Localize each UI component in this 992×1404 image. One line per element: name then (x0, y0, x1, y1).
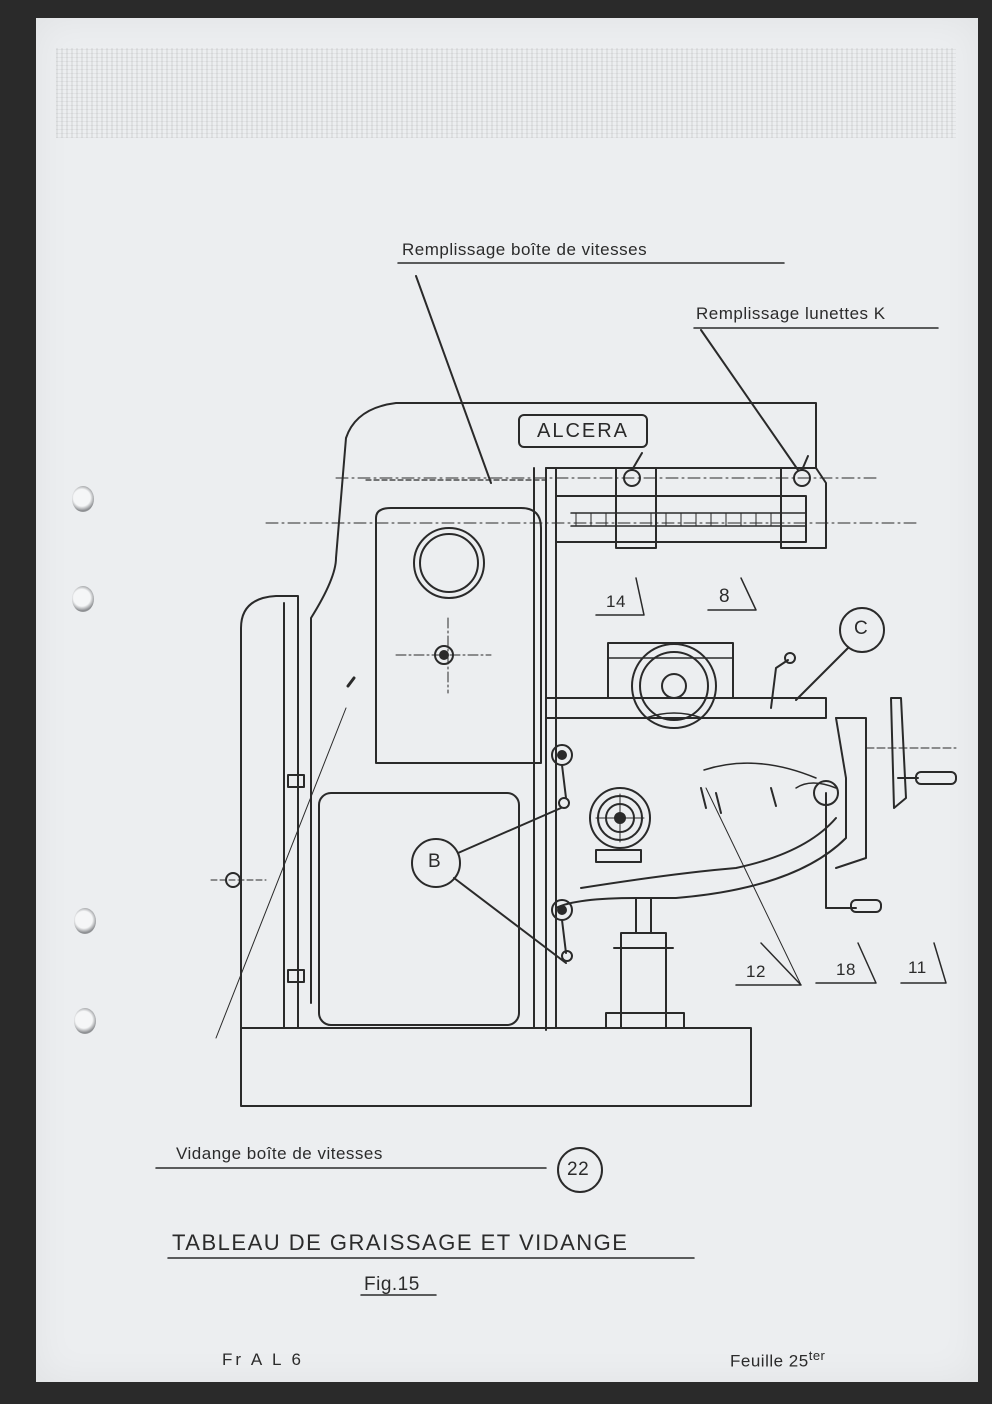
punch-hole (72, 586, 94, 612)
milling-machine-drawing (155, 262, 957, 1296)
footer-reference: Fr A L 6 (222, 1350, 304, 1369)
overarm-teeth (575, 512, 772, 527)
upper-door (375, 507, 542, 764)
marker-18: 18 (836, 960, 856, 979)
leader-c (795, 647, 849, 701)
figure-number: Fig.15 (364, 1274, 420, 1295)
column-lock-knob (434, 645, 454, 665)
elevating-screw (635, 897, 652, 934)
marker-11-triangle (900, 942, 947, 984)
overarm (555, 495, 807, 543)
brand-name: ALCERA (536, 419, 630, 442)
marker-14: 14 (606, 592, 626, 611)
document-page: ALCERA Remplissage boîte de vitesses Rem… (36, 18, 978, 1382)
marker-12: 12 (746, 962, 766, 981)
label-fill-lunettes: Remplissage lunettes K (696, 304, 886, 323)
footer-sheet: Feuille 25ter (730, 1348, 825, 1372)
brand-nameplate: ALCERA (518, 414, 648, 448)
marker-8-triangle (707, 577, 757, 611)
column-front-band (533, 467, 557, 1029)
end-handwheel (890, 697, 907, 809)
marker-c: C (854, 618, 869, 639)
marker-22-circle (557, 1147, 603, 1193)
leader-b-upper (457, 807, 562, 854)
lower-door (318, 792, 520, 1026)
arbor-support-right (780, 467, 827, 549)
feed-dial (589, 787, 651, 849)
marker-b-circle (411, 838, 461, 888)
marker-11: 11 (908, 958, 927, 977)
leader-b-lower (453, 877, 567, 964)
machine-base (240, 1027, 752, 1107)
marker-14-triangle (595, 577, 645, 616)
label-drain-gearbox: Vidange boîte de vitesses (176, 1144, 383, 1163)
table-lever (770, 659, 789, 709)
table-slide (545, 697, 827, 719)
punch-hole (72, 486, 94, 512)
punch-hole (74, 908, 96, 934)
label-fill-gearbox: Remplissage boîte de vitesses (402, 240, 648, 259)
marker-22: 22 (567, 1159, 590, 1180)
arbor-support-left (615, 467, 657, 549)
machine-column (310, 402, 817, 1031)
footer-sheet-suffix: ter (808, 1348, 826, 1363)
leader-fill-lunettes (700, 329, 799, 471)
knee (555, 717, 847, 909)
crank-handle (825, 792, 857, 909)
footer-sheet-text: Feuille 25 (730, 1351, 809, 1371)
rear-housing (240, 595, 299, 1029)
oil-sight-glass-inner (419, 533, 479, 593)
marker-b: B (428, 851, 442, 872)
marker-18-triangle (815, 942, 877, 984)
table-handwheel (631, 643, 717, 729)
caption-title: TABLEAU DE GRAISSAGE ET VIDANGE (172, 1230, 629, 1255)
header-scan-noise (56, 48, 956, 138)
crank-hub (813, 780, 839, 806)
marker-c-circle (839, 607, 885, 653)
punch-hole (74, 1008, 96, 1034)
oil-sight-glass (413, 527, 485, 599)
leader-fill-gearbox (415, 275, 492, 484)
marker-8: 8 (719, 586, 731, 607)
knee-curve (580, 817, 837, 889)
cross-crank-bracket (835, 717, 867, 869)
